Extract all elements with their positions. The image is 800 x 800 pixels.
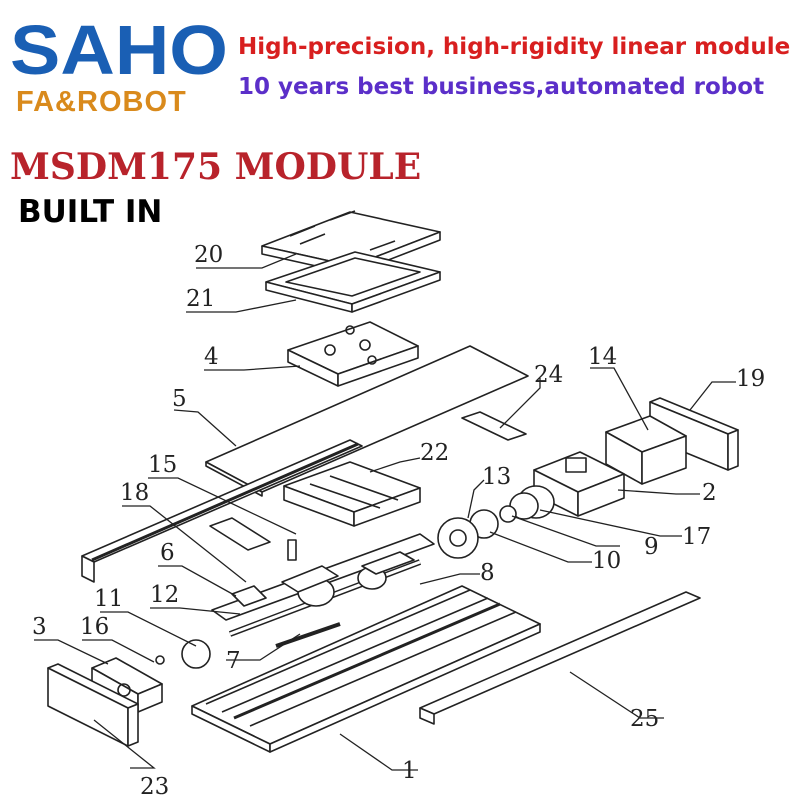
built-in-label: BUILT IN (18, 194, 163, 230)
callout-9: 9 (644, 534, 659, 560)
part-24-plate (461, 411, 527, 441)
saho-logo: SAHO (10, 18, 228, 82)
logo-subtitle: FA&ROBOT (16, 86, 187, 118)
tagline-secondary: 10 years best business,automated robot (238, 74, 765, 100)
leader-lines (34, 253, 736, 771)
part-1-base (191, 585, 541, 753)
part-4-carriage-plate (287, 321, 419, 387)
tagline-primary: High-precision, high-rigidity linear mod… (238, 34, 791, 60)
part-25-side-strip (419, 591, 701, 725)
part-23-end-cover (47, 663, 139, 747)
callout-24: 24 (534, 362, 563, 388)
callout-23: 23 (140, 774, 169, 800)
callout-labels: 20 21 4 5 15 18 6 11 12 16 3 7 8 23 1 25… (32, 242, 765, 800)
callout-7: 7 (226, 648, 241, 674)
callout-8: 8 (480, 560, 495, 586)
callout-13: 13 (482, 464, 511, 490)
callout-12: 12 (150, 582, 179, 608)
part-13-flange (437, 517, 479, 559)
callout-17: 17 (682, 524, 711, 550)
callout-4: 4 (204, 344, 219, 370)
part-9-nut (499, 505, 517, 523)
part-6-carriage (231, 585, 267, 607)
part-17-coupling (509, 485, 555, 520)
logo-wordmark: SAHO (10, 18, 228, 82)
part-22-block (283, 461, 421, 527)
part-bracket (287, 539, 297, 561)
model-title: MSDM175 MODULE (10, 146, 422, 188)
part-8-ball-screw (211, 533, 435, 637)
callout-3: 3 (32, 614, 47, 640)
callout-19: 19 (736, 366, 765, 392)
part-14-motor (605, 415, 687, 485)
callout-21: 21 (186, 286, 215, 312)
callout-16: 16 (80, 614, 109, 640)
callout-1: 1 (402, 758, 417, 784)
callout-10: 10 (592, 548, 621, 574)
callout-20: 20 (194, 242, 223, 268)
callout-5: 5 (172, 386, 187, 412)
callout-2: 2 (702, 480, 717, 506)
part-21-frame (265, 251, 441, 313)
part-11-bearing (181, 639, 211, 669)
part-16-clip (155, 655, 165, 665)
callout-11: 11 (94, 586, 123, 612)
callout-22: 22 (420, 440, 449, 466)
part-2-motor-seat (533, 451, 625, 517)
callout-18: 18 (120, 480, 149, 506)
part-small-plate (209, 517, 271, 551)
callout-6: 6 (160, 540, 175, 566)
callout-15: 15 (148, 452, 177, 478)
part-15-channel (81, 439, 363, 583)
callout-14: 14 (588, 344, 617, 370)
callout-25: 25 (630, 706, 659, 732)
